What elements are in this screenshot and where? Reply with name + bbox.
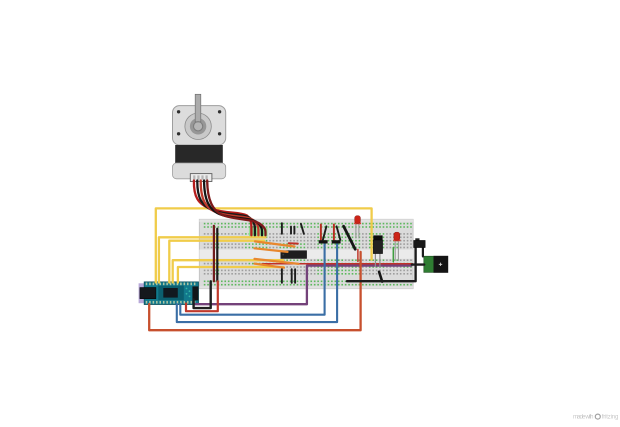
svg-text:made with: made with xyxy=(573,415,594,421)
svg-text:fritzing: fritzing xyxy=(602,415,619,421)
